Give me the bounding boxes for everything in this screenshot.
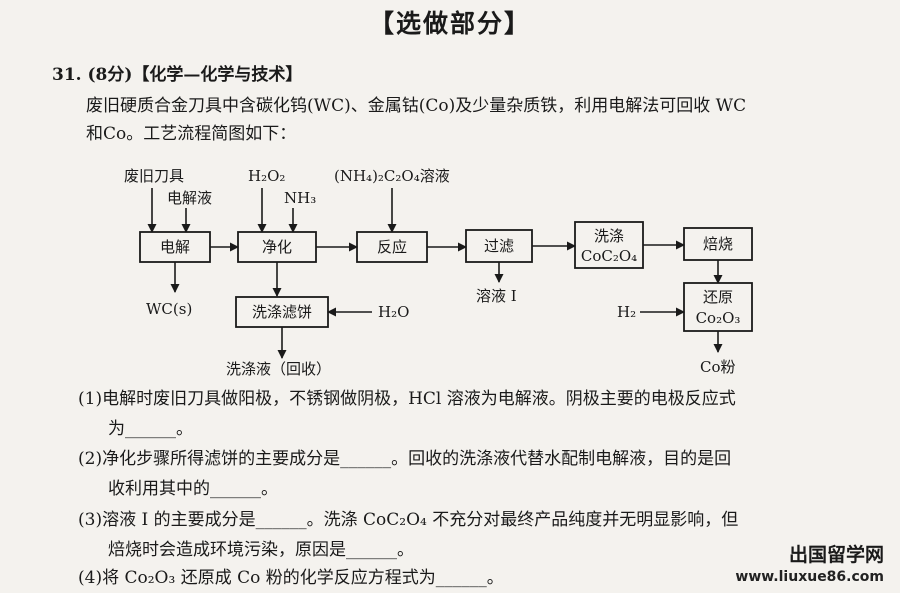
box-wash-cake-label: 洗涤滤饼 bbox=[252, 303, 312, 321]
input-h2: H₂ bbox=[617, 303, 636, 321]
box-reduce-label-2: Co₂O₃ bbox=[696, 309, 741, 327]
sub-question-1-line-1: (1)电解时废旧刀具做阳极，不锈钢做阴极，HCl 溶液为电解液。阴极主要的电极反… bbox=[78, 389, 736, 409]
box-wash-label-1: 洗涤 bbox=[594, 227, 624, 245]
input-h2o2: H₂O₂ bbox=[248, 167, 285, 185]
sub-question-3: (3)溶液 I 的主要成分是______。洗涤 CoC₂O₄ 不充分对最终产品纯… bbox=[78, 505, 868, 565]
box-wash-label-2: CoC₂O₄ bbox=[581, 247, 637, 265]
sub-question-3-line-2: 焙烧时会造成环境污染，原因是______。 bbox=[108, 540, 414, 560]
input-oxalate: (NH₄)₂C₂O₄溶液 bbox=[334, 167, 450, 185]
output-co-powder: Co粉 bbox=[700, 358, 736, 376]
sub-question-1-line-2: 为______。 bbox=[108, 419, 193, 439]
input-nh3: NH₃ bbox=[284, 189, 316, 207]
output-wash-liquid: 洗涤液（回收） bbox=[226, 360, 331, 378]
box-reduce-label-1: 还原 bbox=[703, 288, 733, 306]
box-wash bbox=[574, 221, 644, 269]
sub-question-3-line-1: (3)溶液 I 的主要成分是______。洗涤 CoC₂O₄ 不充分对最终产品纯… bbox=[78, 510, 739, 530]
watermark-name: 出国留学网 bbox=[788, 544, 884, 566]
sub-question-2-line-2: 收利用其中的______。 bbox=[108, 479, 278, 499]
output-filtrate: 溶液 I bbox=[476, 287, 517, 305]
box-electrolysis-label: 电解 bbox=[160, 238, 190, 256]
section-title: 【选做部分】 bbox=[368, 9, 531, 38]
input-electrolyte: 电解液 bbox=[167, 189, 212, 207]
box-purify-label: 净化 bbox=[262, 238, 292, 256]
box-calcine-label: 焙烧 bbox=[703, 235, 733, 253]
sub-question-2: (2)净化步骤所得滤饼的主要成分是______。回收的洗涤液代替水配制电解液，目… bbox=[78, 444, 868, 504]
watermark-url: www.liuxue86.com bbox=[735, 569, 884, 585]
input-old-tools: 废旧刀具 bbox=[124, 167, 184, 185]
sub-question-4-line-1: (4)将 Co₂O₃ 还原成 Co 粉的化学反应方程式为______。 bbox=[78, 568, 504, 588]
sub-question-2-line-1: (2)净化步骤所得滤饼的主要成分是______。回收的洗涤液代替水配制电解液，目… bbox=[78, 449, 732, 469]
input-h2o: H₂O bbox=[378, 303, 409, 321]
intro-line-1: 废旧硬质合金刀具中含碳化钨(WC)、金属钴(Co)及少量杂质铁，利用电解法可回收… bbox=[86, 96, 747, 116]
sub-question-4: (4)将 Co₂O₃ 还原成 Co 粉的化学反应方程式为______。 bbox=[78, 563, 868, 593]
output-wc: WC(s) bbox=[146, 300, 192, 318]
intro-line-2: 和Co。工艺流程简图如下： bbox=[86, 124, 297, 144]
site-watermark: 出国留学网 www.liuxue86.com bbox=[735, 544, 884, 588]
box-reduce bbox=[683, 282, 753, 332]
question-intro: 废旧硬质合金刀具中含碳化钨(WC)、金属钴(Co)及少量杂质铁，利用电解法可回收… bbox=[86, 92, 856, 148]
box-filter-label: 过滤 bbox=[484, 237, 514, 255]
box-react-label: 反应 bbox=[377, 238, 407, 256]
question-header: 31. (8分)【化学—化学与技术】 bbox=[52, 65, 303, 85]
sub-question-1: (1)电解时废旧刀具做阳极，不锈钢做阴极，HCl 溶液为电解液。阴极主要的电极反… bbox=[78, 384, 868, 444]
